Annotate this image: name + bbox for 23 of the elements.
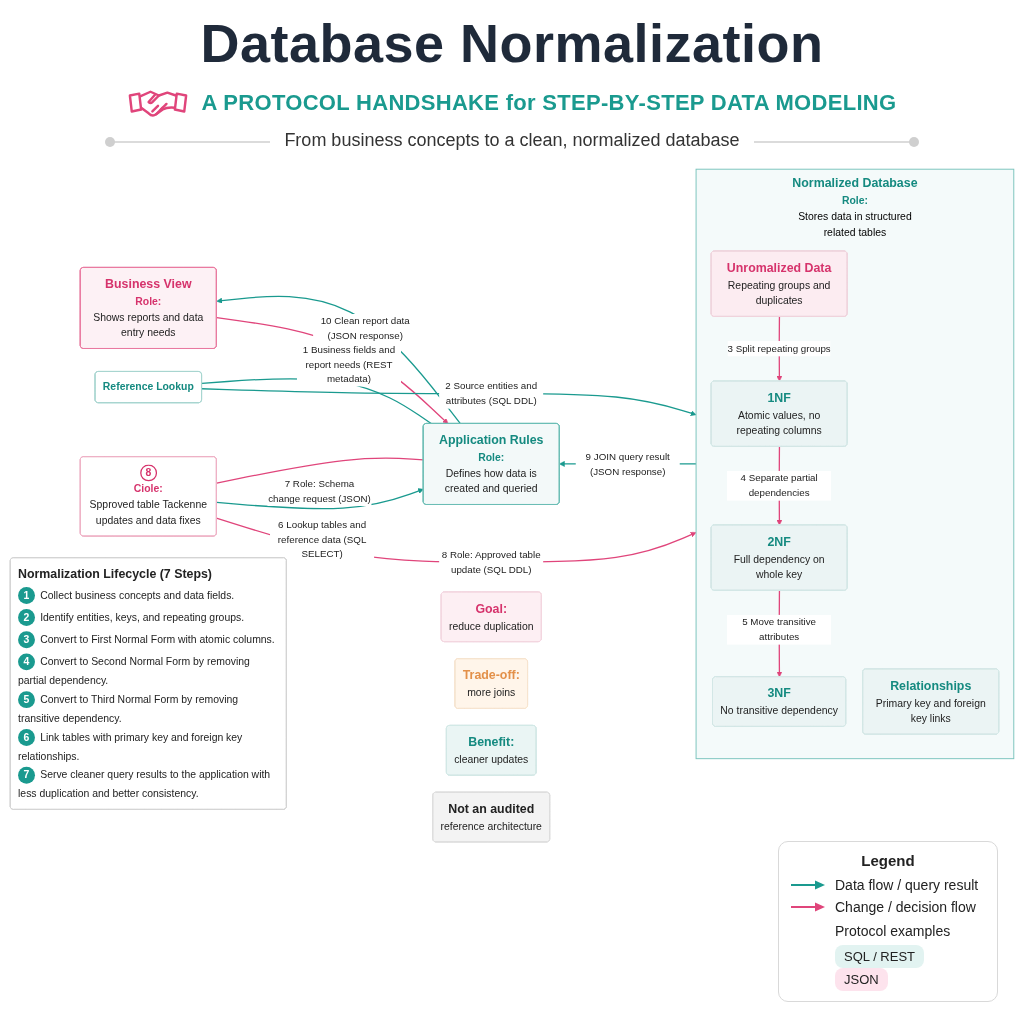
edge-label: 4 Separate partial dependencies (740, 472, 818, 498)
connector (216, 457, 425, 484)
tagline: From business concepts to a clean, normalized database (270, 130, 754, 150)
edge-label: 3 Split repeating groups (727, 342, 831, 354)
edge-label: 5 Move transitive attributes (742, 616, 817, 642)
edge-label: 1 Business fields and report needs (REST metadata) (302, 343, 396, 385)
title: Database Normalization (200, 13, 824, 73)
subtitle: A PROTOCOL HANDSHAKE for STEP-BY-STEP DATA MODELING (201, 90, 897, 115)
edge-label: 2 Source entities and attributes (SQL DDL) (445, 380, 538, 406)
arrow (216, 488, 424, 510)
edge-label: 6 Lookup tables and reference data (SQL SELECT) (277, 519, 367, 560)
edge-label: 8 Role: Approved table update (SQL DDL) (441, 548, 541, 575)
edge-label: 7 Role: Schema change request (JSON) (268, 477, 371, 504)
legend-text: Change / decision flow (835, 899, 976, 915)
legend-title: Legend (860, 852, 916, 869)
legend-subtitle: Protocol examples (835, 923, 952, 939)
legend-text: Data flow / query result (835, 877, 979, 893)
protocol-tag: SQL / REST (835, 945, 925, 968)
edge-label: 10 Clean report data (JSON response) (320, 315, 410, 342)
edge-label: 9 JOIN query result (JSON response) (585, 450, 670, 477)
arrow (216, 317, 449, 424)
arrow (216, 295, 461, 425)
protocol-tag: JSON (835, 968, 888, 991)
